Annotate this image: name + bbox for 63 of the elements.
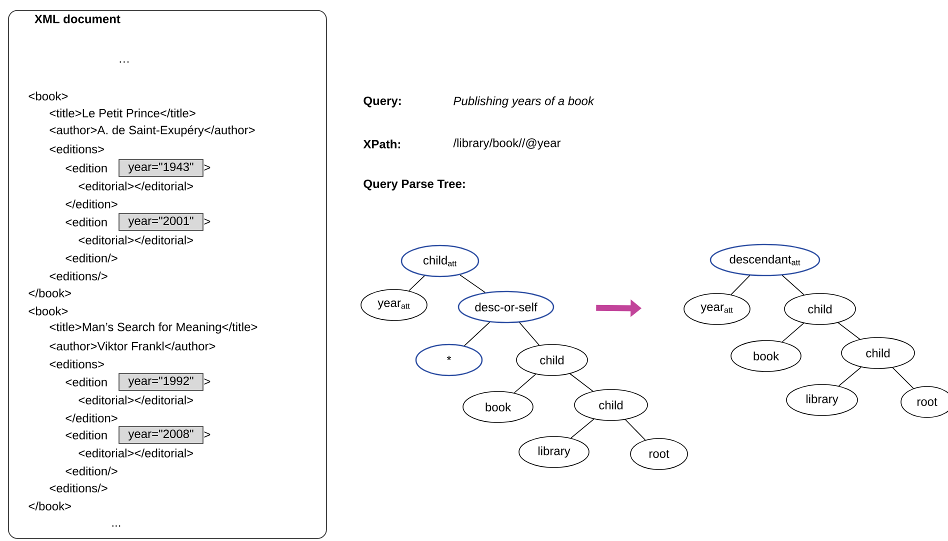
tree-edge [838, 322, 860, 340]
code-line: <edition [66, 164, 107, 172]
code-line: <edition [66, 378, 107, 386]
code-line: <editions> [50, 144, 104, 154]
code-line: <editions/> [50, 484, 108, 492]
tree-node: library [518, 436, 590, 468]
query-text: Publishing years of a book [454, 96, 594, 108]
highlight-box: year="1943" [118, 159, 204, 177]
tree-node: year$_{att}$ [684, 293, 750, 325]
highlight-box: year="2001" [118, 213, 204, 231]
tree-edge [782, 322, 804, 342]
highlight-box: year="2008" [118, 426, 204, 444]
code-line: <editorial></editorial> [78, 396, 193, 404]
tree-edge [514, 374, 536, 394]
code-line: <edition/> [66, 466, 118, 476]
tree-node: year$_{att}$ [360, 289, 428, 321]
xpath-text: /library/book//@year [453, 138, 561, 150]
tree-node: child [784, 293, 856, 325]
tree-node: * [415, 344, 483, 376]
tree-node: child$_{att}$ [400, 244, 480, 278]
code-line: </book> [28, 502, 71, 510]
field-label: Query: [364, 96, 401, 108]
tree-edge [570, 418, 594, 438]
code-line: <edition [66, 218, 107, 226]
code-line: <title>Man’s Search for Meaning</title> [50, 322, 258, 334]
tree-edge [570, 373, 594, 392]
tree-node: child [516, 344, 588, 376]
tree-edge [892, 367, 914, 389]
code-line: </edition> [66, 414, 118, 422]
tree-node: root [900, 386, 948, 418]
code-line: <book> [28, 306, 68, 316]
tree-edge [624, 419, 646, 440]
code-line: <author>A. de Saint-Exupéry</author> [50, 125, 255, 137]
tree-node: library [786, 384, 858, 416]
code-line: <edition [66, 430, 107, 440]
tree-edge [460, 274, 486, 293]
tree-node: descendant$_{att}$ [710, 244, 820, 276]
code-line: <title>Le Petit Prince</title> [50, 108, 196, 118]
tree-edge [519, 322, 540, 346]
section-heading: Query Parse Tree: [364, 180, 465, 190]
tree-edge [408, 275, 425, 292]
code-line: <editions> [50, 360, 104, 368]
code-line: <book> [28, 92, 68, 100]
tree-edge [730, 275, 750, 295]
code-line: </book> [28, 288, 71, 298]
ellipsis-text: … [120, 61, 129, 63]
code-line: <editorial></editorial> [78, 182, 193, 190]
tree-edge [782, 274, 804, 296]
code-line: </edition> [66, 200, 118, 208]
code-line: <author>Viktor Frankl</author> [50, 342, 216, 350]
tree-node: child [574, 389, 648, 421]
highlight-box: year="1992" [118, 373, 204, 391]
ellipsis-text: ... [112, 525, 120, 527]
tree-edge [464, 322, 490, 346]
tree-node: book [462, 391, 534, 423]
tree-node: book [730, 340, 802, 372]
field-label: XPath: [363, 140, 400, 148]
tree-node: child [841, 337, 915, 369]
code-line: <editions/> [50, 272, 108, 280]
tree-node: root [630, 438, 688, 470]
tree-edge [838, 366, 862, 386]
tree-node: desc-or-self [458, 290, 554, 324]
code-line: <edition/> [66, 254, 118, 262]
